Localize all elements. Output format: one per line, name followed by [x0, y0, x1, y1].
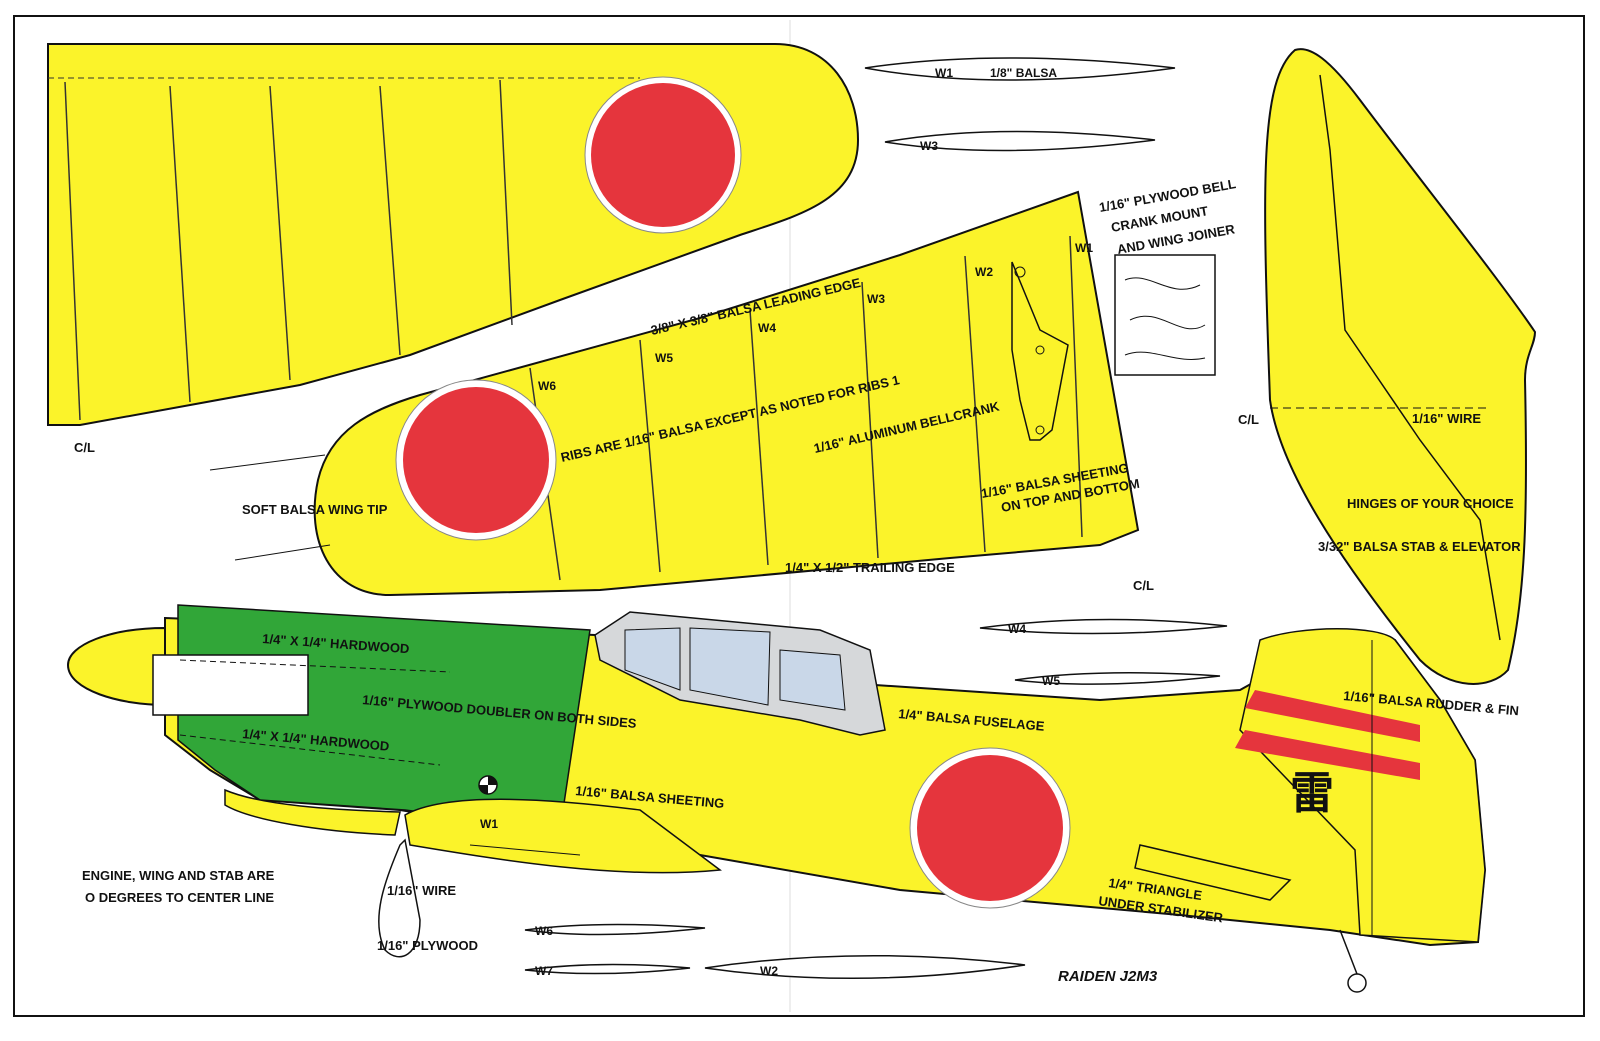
hinomaru-fuselage [917, 755, 1063, 901]
spinner [66, 626, 166, 707]
tail-kanji: 雷 [1290, 768, 1334, 819]
engine-cutout [152, 654, 309, 716]
rib-tag-w5: W5 [1042, 674, 1060, 688]
right-wing-half: C/L [209, 190, 1154, 597]
wing-root-fairing [404, 798, 722, 874]
note-label-1: ENGINE, WING AND STAB ARE [82, 868, 275, 883]
hardwood-line-top [179, 659, 451, 673]
rib-material-label: 1/8" BALSA [990, 66, 1057, 80]
wing-rib-tags: W1 W2 W3 W4 W5 W6 [538, 241, 1093, 393]
rib-templates [524, 57, 1228, 980]
wing-rib-tag-1: W1 [1075, 241, 1093, 255]
hinomaru-left-wing [591, 83, 735, 227]
left-wing-ribs [64, 79, 513, 421]
hinomaru-right-wing [403, 387, 549, 533]
tail-stripe-top [1245, 690, 1420, 742]
rib-w4-template [979, 618, 1228, 635]
bellcrank-hole-bottom [1035, 425, 1045, 435]
fuselage: 雷 [66, 604, 1487, 993]
bellcrank-pivot-top [1014, 266, 1026, 278]
gear-wire-label: 1/16" WIRE [387, 883, 456, 898]
leadout-wire-bottom [234, 544, 331, 561]
elevator-hinge-line [1319, 74, 1501, 641]
wing-root-line [469, 844, 581, 856]
canopy-pane-3 [779, 649, 846, 711]
hinges-label: HINGES OF YOUR CHOICE [1347, 496, 1514, 511]
cl-stab-label: C/L [1238, 412, 1259, 427]
fuse-rib-tag-w1: W1 [480, 817, 498, 831]
tail-stripe-bottom [1235, 730, 1420, 780]
rib-w1-template [864, 57, 1176, 81]
note-label-2: O DEGREES TO CENTER LINE [85, 890, 274, 905]
bellcrank-hole [1035, 345, 1045, 355]
stab-label: 3/32" BALSA STAB & ELEVATOR [1318, 539, 1521, 554]
stab-wire-label: 1/16" WIRE [1412, 411, 1481, 426]
rib-tag-w2: W2 [760, 964, 778, 978]
rib-w6-template [524, 923, 706, 936]
rib-w2-template [704, 954, 1026, 980]
wing-rib-tag-2: W2 [975, 265, 993, 279]
tail-wheel-strut [1339, 929, 1358, 975]
rib-tag-w6: W6 [535, 924, 553, 938]
rib-template-tags: W1 1/8" BALSA W3 W4 W5 W6 W7 W2 [535, 66, 1060, 978]
left-wing-half: C/L [47, 43, 860, 455]
wing-rib-tag-3: W3 [867, 292, 885, 306]
landing-gear-wheel [378, 838, 421, 958]
rib-tag-w4: W4 [1008, 622, 1026, 636]
rib-tag-w1: W1 [935, 66, 953, 80]
plan-title: RAIDEN J2M3 [1058, 968, 1158, 985]
sheet-border [13, 15, 1585, 1017]
cl-left-label: C/L [74, 440, 95, 455]
joiner-plate [1114, 254, 1216, 376]
rib-w3-template [884, 130, 1156, 152]
hardwood-line-bottom [179, 734, 441, 766]
rib-w7-template [524, 963, 691, 975]
wing-rib-tag-4: W4 [758, 321, 776, 335]
wing-rib-tag-6: W6 [538, 379, 556, 393]
wing-tip-label: SOFT BALSA WING TIP [242, 502, 388, 517]
rib-tag-w3: W3 [920, 139, 938, 153]
bellcrank-shape [1011, 261, 1069, 441]
stab-triangle [1134, 844, 1292, 901]
gear-plywood-label: 1/16" PLYWOOD [377, 938, 478, 953]
canopy-pane-2 [689, 627, 771, 706]
right-wing-ribs [529, 235, 1083, 581]
plywood-joiner [1114, 254, 1216, 376]
rib-tag-w7: W7 [535, 964, 553, 978]
cg-mark-fill [479, 776, 497, 794]
joiner-grain [1124, 277, 1206, 360]
canopy-pane-1 [624, 627, 681, 691]
rib-w5-template [1014, 672, 1221, 685]
cl-wing-label: C/L [1133, 578, 1154, 593]
trailing-edge-label: 1/4" X 1/2" TRAILING EDGE [785, 560, 955, 575]
wing-rib-tag-5: W5 [655, 351, 673, 365]
tail-wheel [1347, 973, 1367, 993]
leadout-wire-top [209, 454, 326, 471]
stabilizer: C/L [1238, 48, 1537, 685]
stab-panel [1264, 48, 1537, 685]
chin-scoop [224, 788, 401, 836]
